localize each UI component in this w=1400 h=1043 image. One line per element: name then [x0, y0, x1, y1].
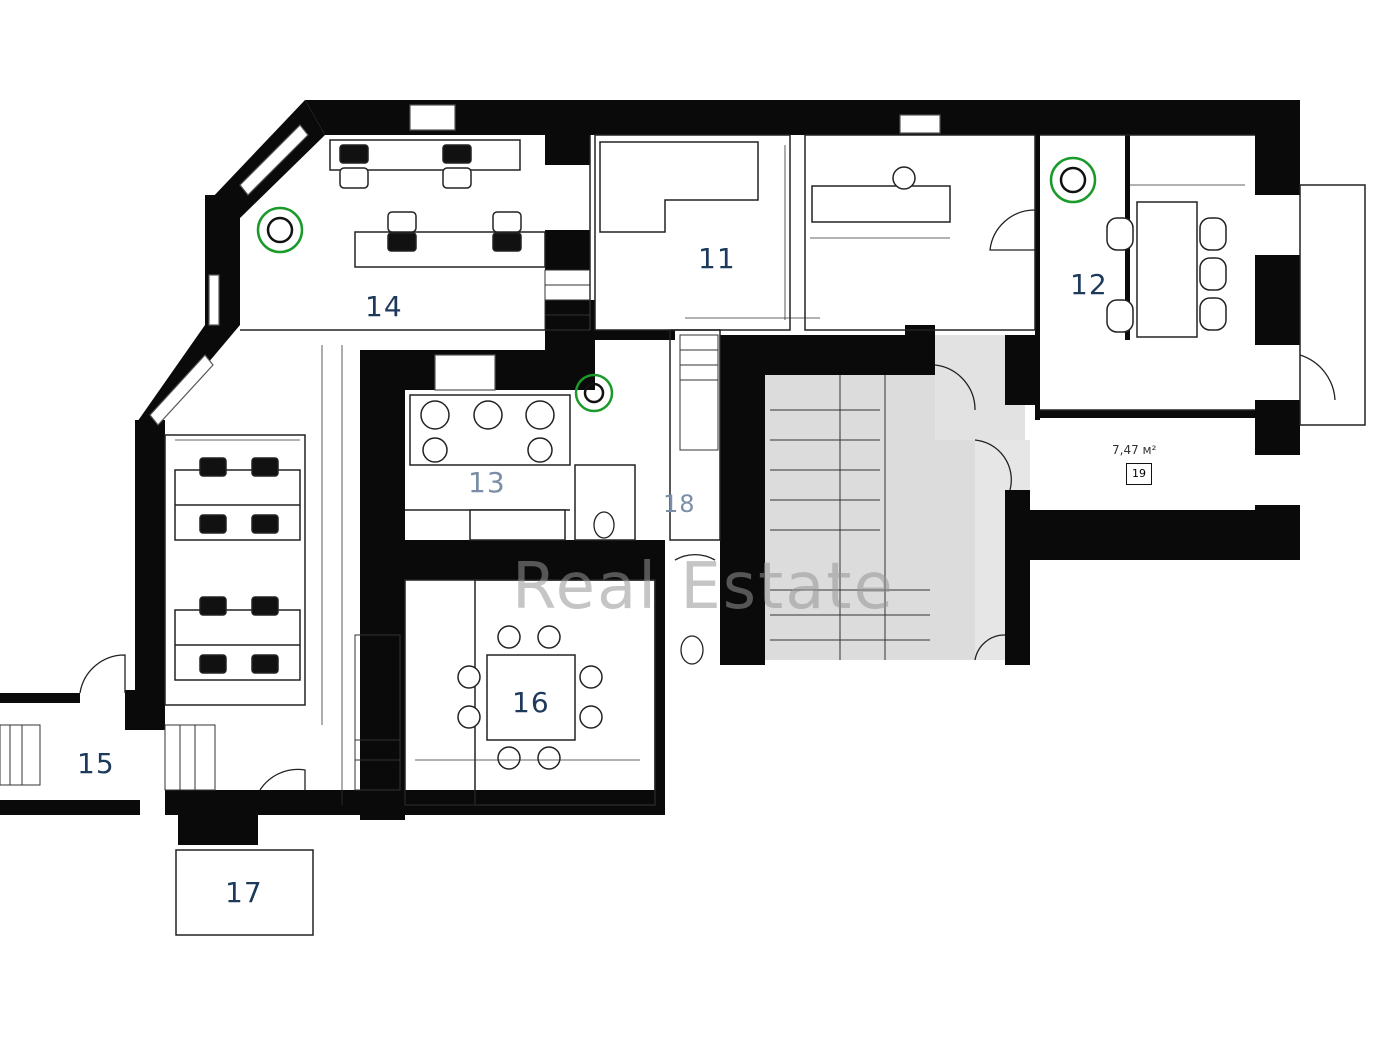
room-label-16: 16	[512, 686, 550, 719]
toilet-fixtures	[593, 511, 704, 665]
meeting-table	[457, 625, 603, 770]
room-label-12: 12	[1070, 268, 1108, 301]
door-swings	[79, 209, 1336, 791]
room-12-furniture	[1106, 201, 1227, 338]
workstations	[174, 457, 301, 681]
room-label-11: 11	[698, 242, 736, 275]
room-label-17: 17	[225, 876, 263, 909]
storage-room-number: 19	[1126, 463, 1152, 485]
desks-room-14	[329, 139, 546, 268]
room-11-furniture	[599, 141, 951, 233]
room-label-15: 15	[77, 747, 115, 780]
stair-treads	[0, 269, 930, 791]
windows	[149, 104, 941, 426]
thin-partitions	[164, 134, 1366, 936]
kitchen-furniture	[409, 394, 571, 541]
room-label-18: 18	[663, 490, 696, 518]
storage-area-label: 7,47 м²	[1112, 443, 1157, 457]
room-label-13: 13	[468, 466, 506, 499]
watermark: Real Estate	[512, 550, 895, 624]
dimension-lines	[175, 145, 1245, 805]
plants	[256, 156, 1097, 413]
room-label-14: 14	[365, 290, 403, 323]
